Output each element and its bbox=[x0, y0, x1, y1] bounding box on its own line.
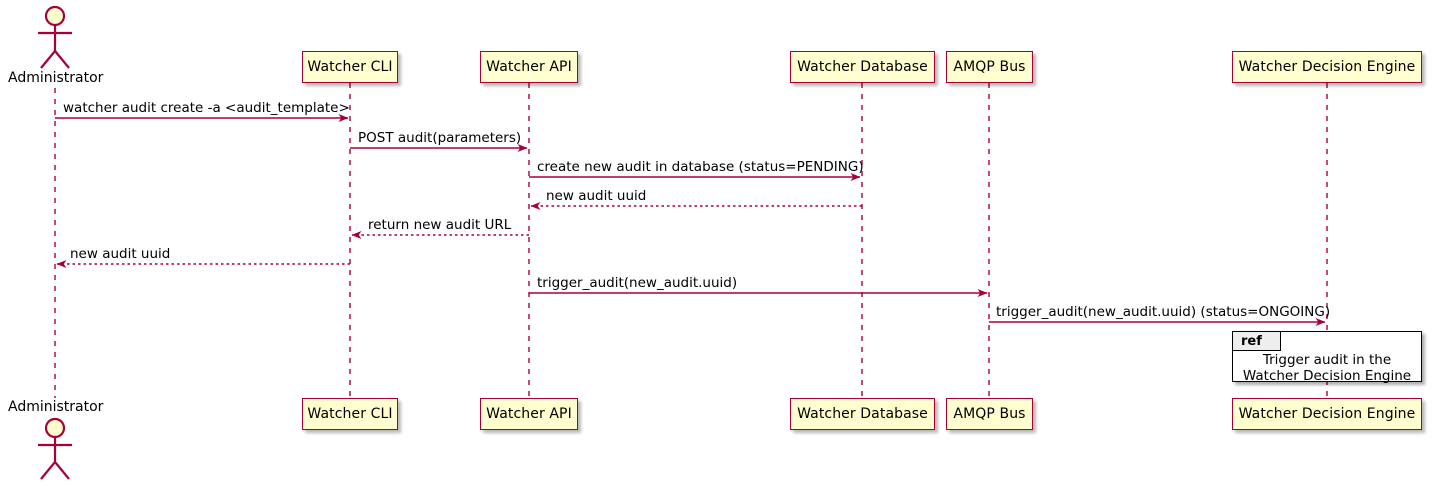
participant-box-watcher-decision-engine-top[interactable]: Watcher Decision Engine bbox=[1232, 51, 1422, 83]
participant-label: Watcher Decision Engine bbox=[1238, 59, 1416, 75]
message-label-1: watcher audit create -a <audit_template> bbox=[63, 100, 350, 116]
participant-box-watcher-database-top[interactable]: Watcher Database bbox=[790, 51, 935, 83]
participant-box-amqp-bus-top[interactable]: AMQP Bus bbox=[946, 51, 1033, 83]
participant-label: Watcher API bbox=[486, 59, 572, 75]
actor-label-administrator-bottom: Administrator bbox=[8, 399, 104, 415]
participant-label: AMQP Bus bbox=[953, 406, 1026, 422]
ref-block-header: ref bbox=[1233, 332, 1281, 351]
message-label-3: create new audit in database (status=PEN… bbox=[537, 159, 864, 175]
actor-administrator-top-figure bbox=[38, 5, 72, 69]
message-label-8: trigger_audit(new_audit.uuid) (status=ON… bbox=[996, 304, 1331, 320]
participant-label: Watcher Database bbox=[797, 406, 928, 422]
participant-box-watcher-cli-top[interactable]: Watcher CLI bbox=[302, 51, 398, 83]
message-label-7: trigger_audit(new_audit.uuid) bbox=[537, 275, 738, 291]
participant-box-watcher-api-bottom[interactable]: Watcher API bbox=[480, 398, 578, 430]
ref-block[interactable]: ref Trigger audit in the Watcher Decisio… bbox=[1232, 331, 1422, 384]
participant-label: Watcher Decision Engine bbox=[1238, 406, 1416, 422]
message-label-4: new audit uuid bbox=[546, 188, 647, 204]
participant-label: Watcher CLI bbox=[307, 406, 393, 422]
participant-box-watcher-cli-bottom[interactable]: Watcher CLI bbox=[302, 398, 398, 430]
ref-block-line-1: Trigger audit in the bbox=[1262, 352, 1392, 368]
message-label-2: POST audit(parameters) bbox=[358, 130, 522, 146]
message-label-6: new audit uuid bbox=[70, 246, 171, 262]
participant-label: Watcher API bbox=[486, 406, 572, 422]
actor-label-administrator-top: Administrator bbox=[8, 70, 104, 86]
message-label-5: return new audit URL bbox=[368, 217, 512, 233]
ref-block-header-label: ref bbox=[1241, 333, 1262, 349]
participant-box-watcher-database-bottom[interactable]: Watcher Database bbox=[790, 398, 935, 430]
ref-block-line-2: Watcher Decision Engine bbox=[1242, 368, 1412, 384]
participant-label: Watcher CLI bbox=[307, 59, 393, 75]
participant-label: Watcher Database bbox=[797, 59, 928, 75]
actor-administrator-bottom-figure bbox=[38, 417, 72, 480]
participant-label: AMQP Bus bbox=[953, 59, 1026, 75]
participant-box-amqp-bus-bottom[interactable]: AMQP Bus bbox=[946, 398, 1033, 430]
participant-box-watcher-decision-engine-bottom[interactable]: Watcher Decision Engine bbox=[1232, 398, 1422, 430]
lifelines bbox=[54, 83, 1328, 398]
participant-box-watcher-api-top[interactable]: Watcher API bbox=[480, 51, 578, 83]
ref-block-body: Trigger audit in the Watcher Decision En… bbox=[1233, 352, 1421, 384]
